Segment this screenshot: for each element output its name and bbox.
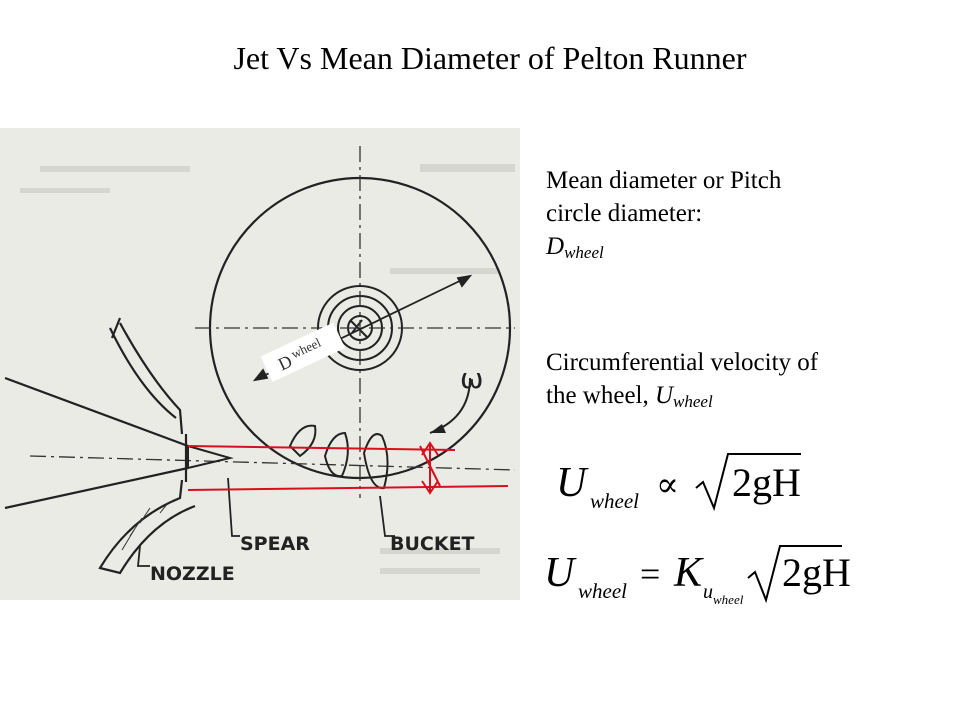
slide-title: Jet Vs Mean Diameter of Pelton Runner — [233, 40, 747, 76]
nozzle-label: NOZZLE — [150, 563, 235, 585]
mean-diameter-line2: circle diameter: — [546, 200, 703, 227]
red-annotations — [187, 441, 509, 495]
svg-text:wheel: wheel — [590, 489, 639, 513]
centre-lines — [29, 146, 516, 498]
nozzle-hatching — [121, 502, 169, 551]
buckets — [288, 424, 389, 490]
jet-upper-line — [187, 445, 456, 451]
circ-line2: the wheel, Uwheel — [546, 382, 713, 411]
svg-text:2gH: 2gH — [732, 460, 801, 505]
bucket-3 — [362, 433, 389, 490]
pelton-runner-figure: ω Dwheel — [0, 128, 520, 600]
svg-text:K: K — [673, 550, 704, 596]
dwheel-label: Dwheel — [260, 322, 346, 382]
circ-line1: Circumferential velocity of — [546, 349, 819, 376]
bucket-1 — [288, 424, 317, 458]
svg-text:∝: ∝ — [656, 465, 679, 505]
bucket-2 — [323, 431, 349, 478]
omega-arrowhead — [430, 424, 446, 433]
equation-coefficient: U wheel = K u wheel 2gH — [544, 545, 851, 607]
equation-proportional: U wheel ∝ 2gH — [556, 453, 801, 513]
svg-text:wheel: wheel — [713, 592, 744, 607]
svg-text:=: = — [640, 554, 660, 594]
jet-lower-line — [187, 485, 509, 491]
svg-text:wheel: wheel — [578, 579, 627, 603]
svg-text:U: U — [544, 550, 577, 596]
svg-text:u: u — [703, 581, 713, 603]
mean-diameter-line1: Mean diameter or Pitch — [546, 167, 782, 194]
circumferential-velocity-text: Circumferential velocity of the wheel, U… — [546, 346, 818, 418]
leader-lines — [137, 477, 395, 567]
nozzle — [4, 317, 196, 575]
mean-diameter-text: Mean diameter or Pitch circle diameter: … — [546, 164, 781, 269]
spear-label: SPEAR — [240, 533, 310, 555]
omega-label: ω — [460, 362, 483, 395]
spear — [187, 444, 234, 470]
svg-text:U: U — [556, 460, 589, 506]
bucket-label: BUCKET — [390, 533, 475, 555]
figure-background — [0, 128, 520, 600]
svg-text:2gH: 2gH — [782, 550, 851, 595]
mean-diameter-symbol: Dwheel — [546, 233, 604, 262]
faint-scan-text — [20, 164, 515, 574]
